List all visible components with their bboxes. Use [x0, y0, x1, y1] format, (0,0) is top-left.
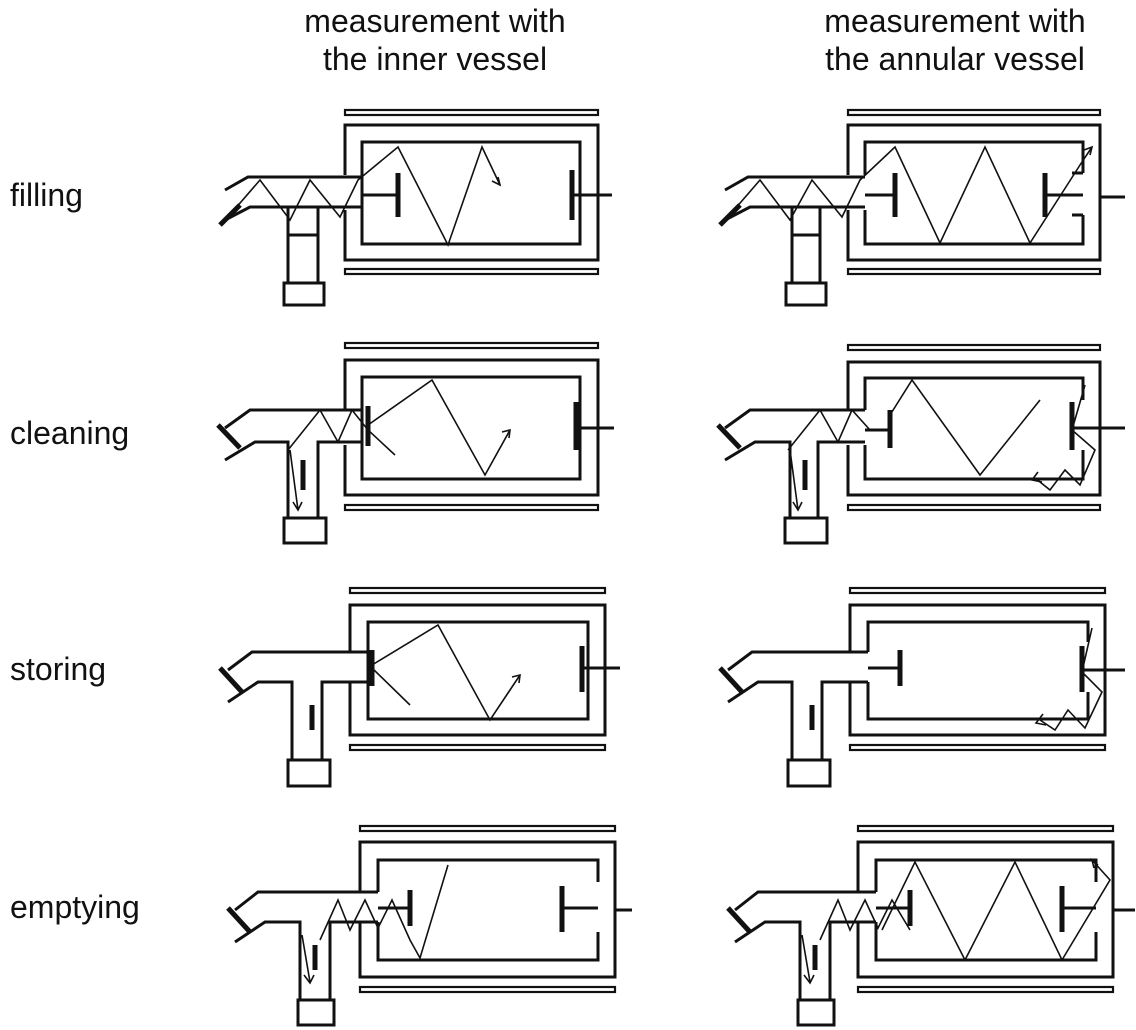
vessel-walls	[846, 123, 1102, 262]
coil-bars	[343, 341, 600, 512]
electrodes	[802, 402, 1125, 490]
guide-tube	[216, 408, 362, 545]
panel-emptying-inner	[226, 824, 632, 1027]
guide-tube	[726, 890, 876, 1027]
row-label-storing: storing	[10, 651, 107, 687]
neutron-trajectory	[801, 857, 1111, 985]
guide-tube	[718, 650, 868, 788]
guide-tube	[226, 890, 378, 1027]
panel-filling-annular	[718, 108, 1125, 307]
electrodes	[809, 646, 1125, 730]
panel-emptying-annular	[726, 824, 1135, 1027]
column-header-inner-vessel: measurement with the inner vessel	[304, 3, 566, 77]
guide-tube	[218, 175, 362, 307]
column-header-annular-vessel: measurement with the annular vessel	[824, 3, 1086, 77]
guide-tube	[716, 408, 865, 545]
electrodes	[300, 402, 614, 490]
coil-bars	[846, 108, 1102, 276]
electrodes	[309, 646, 620, 730]
panel-storing-inner	[218, 586, 620, 788]
neutron-trajectory	[1034, 627, 1103, 732]
row-label-cleaning: cleaning	[10, 415, 130, 451]
electrodes	[362, 170, 612, 220]
neutron-trajectory	[727, 145, 1094, 245]
neutron-trajectory	[301, 864, 449, 985]
vessel-walls	[343, 123, 600, 262]
coil-bars	[343, 108, 600, 276]
electrodes	[865, 171, 1125, 217]
neutron-trajectory	[787, 378, 1096, 512]
coil-bars	[846, 343, 1102, 512]
electrodes	[812, 886, 1135, 970]
guide-tube	[718, 175, 865, 307]
panel-filling-inner	[218, 108, 612, 307]
panel-cleaning-inner	[216, 341, 614, 545]
coil-bars	[848, 586, 1107, 752]
coil-bars	[348, 586, 607, 752]
neutron-trajectory	[227, 144, 502, 248]
vessel-walls	[848, 603, 1107, 737]
row-label-emptying: emptying	[10, 889, 140, 925]
panel-storing-annular	[718, 586, 1125, 788]
vessel-walls	[348, 603, 607, 737]
neutron-trajectory	[287, 378, 511, 512]
row-label-filling: filling	[10, 177, 83, 213]
coil-bars	[856, 824, 1115, 994]
coil-bars	[358, 824, 617, 994]
guide-tube	[218, 650, 368, 788]
panel-cleaning-annular	[716, 343, 1125, 545]
electrodes	[312, 886, 632, 970]
vessel-walls	[343, 358, 600, 497]
neutron-trajectory	[371, 623, 521, 722]
